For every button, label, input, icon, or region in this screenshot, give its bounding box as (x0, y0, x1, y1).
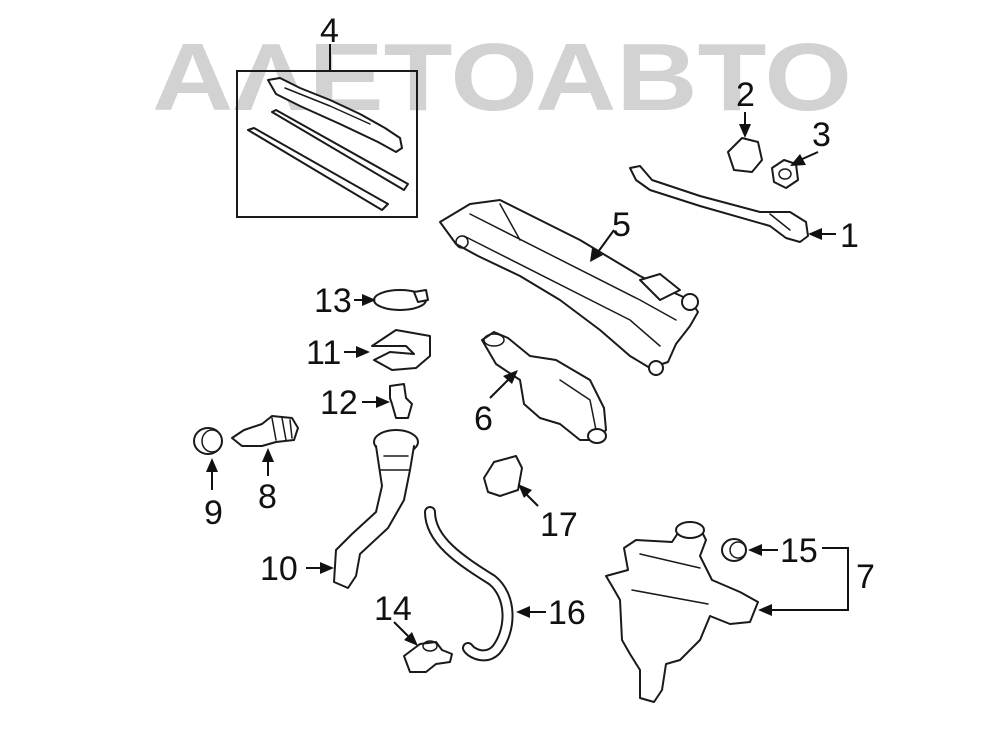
arm-cap (727, 137, 763, 173)
wiper-blade-kit (236, 70, 418, 218)
callout-12: 12 (320, 384, 358, 422)
callout-9: 9 (204, 494, 223, 532)
grommet (193, 427, 223, 455)
hose (424, 506, 514, 662)
washer-reservoir-assembly (605, 521, 759, 703)
callout-10: 10 (260, 550, 298, 588)
callout-4: 4 (320, 12, 339, 50)
pump-grommet (721, 538, 747, 562)
callout-3: 3 (812, 116, 831, 154)
callout-14: 14 (374, 590, 412, 628)
cap (373, 289, 429, 311)
connector (389, 383, 413, 419)
callout-1: 1 (840, 217, 859, 255)
callout-15: 15 (780, 532, 818, 570)
wiper-linkage (439, 199, 699, 376)
watermark: ΑΛΕΤΟΑΒΤΟ (152, 24, 852, 131)
callout-2: 2 (736, 76, 755, 114)
callout-11: 11 (306, 334, 341, 372)
callout-7: 7 (856, 558, 875, 596)
svg-text:ΑΛΕΤΟΑΒΤΟ: ΑΛΕΤΟΑΒΤΟ (152, 24, 852, 131)
wiper-motor (481, 331, 607, 444)
washer-pump (403, 640, 453, 673)
callout-6: 6 (474, 400, 493, 438)
callout-17: 17 (540, 506, 578, 544)
wiper-arm (629, 165, 809, 243)
filler-neck (333, 429, 419, 589)
bracket (371, 329, 431, 371)
nut (771, 159, 799, 189)
callout-8: 8 (258, 478, 277, 516)
callout-labels: 1 2 3 4 5 6 7 8 9 10 11 12 13 14 15 16 1… (204, 12, 875, 632)
callout-13: 13 (314, 282, 352, 320)
callout-16: 16 (548, 594, 586, 632)
leader-lines (206, 44, 849, 646)
cover (483, 455, 523, 497)
level-sensor (231, 415, 299, 447)
callout-5: 5 (612, 206, 631, 244)
